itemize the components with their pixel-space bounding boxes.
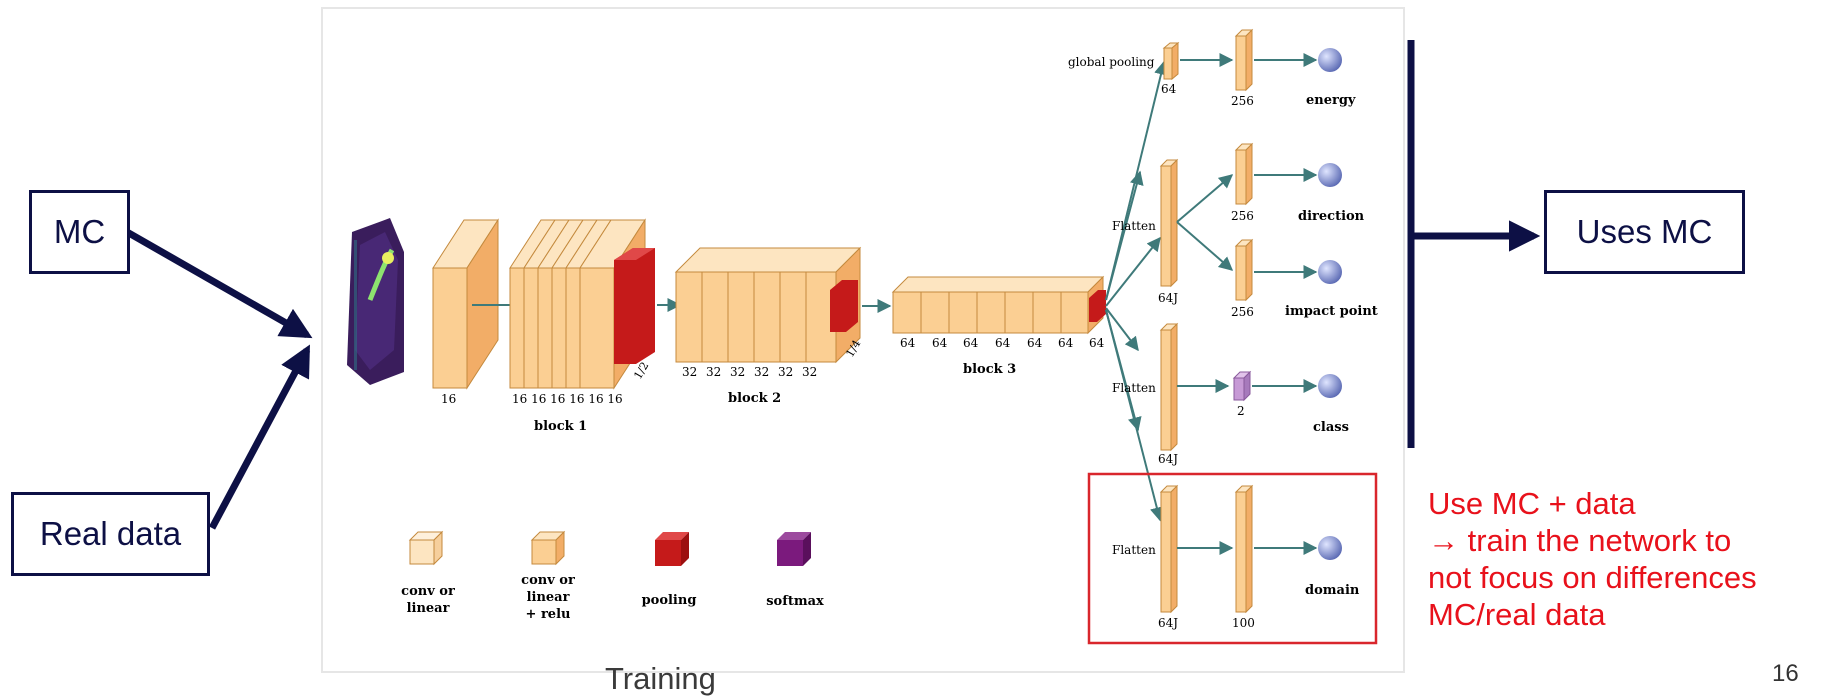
svg-text:conv or: conv or [521, 573, 575, 588]
flatten-head-2 [1159, 322, 1342, 452]
block-1-sizes: 16 16 16 16 16 16 [512, 392, 623, 406]
svg-text:64: 64 [963, 336, 979, 350]
svg-text:linear: linear [527, 590, 570, 605]
energy-size: 256 [1231, 94, 1254, 108]
svg-text:softmax: softmax [766, 594, 824, 609]
legend-pooling-swatch [655, 532, 689, 566]
svg-text:32: 32 [754, 365, 769, 379]
domain-size: 100 [1232, 616, 1255, 630]
flatten-3-label: Flatten [1112, 543, 1156, 557]
svg-text:64: 64 [1058, 336, 1074, 350]
domain-node [1318, 536, 1342, 560]
block-1-pooling [614, 248, 655, 364]
legend [408, 530, 811, 566]
domain-adaptation-note: Use MC + data → train the network to not… [1428, 485, 1757, 633]
domain-highlight-box [1087, 472, 1378, 645]
block-2-pooling [830, 280, 858, 332]
svg-text:32: 32 [802, 365, 817, 379]
impact-label: impact point [1285, 304, 1378, 319]
flatten-1-label: Flatten [1112, 219, 1156, 233]
energy-node [1318, 48, 1342, 72]
real-data-arrow [208, 344, 311, 530]
legend-softmax-swatch [777, 532, 811, 566]
direction-node [1318, 163, 1342, 187]
direction-label: direction [1298, 209, 1365, 224]
branch-arrows [1105, 60, 1168, 522]
block-1 [509, 218, 655, 390]
svg-text:64: 64 [1089, 336, 1105, 350]
class-size: 2 [1237, 404, 1245, 418]
block-3-sizes: 64 64 64 64 64 64 64 [900, 336, 1105, 350]
block-2 [674, 246, 862, 364]
training-caption: Training [605, 661, 716, 696]
svg-text:32: 32 [730, 365, 745, 379]
mc-arrow [125, 228, 313, 339]
input-size-label: 16 [441, 392, 456, 406]
legend-conv-swatch [408, 530, 444, 566]
svg-text:32: 32 [682, 365, 697, 379]
legend-labels: conv or linear conv or linear + relu poo… [401, 573, 824, 622]
block-3 [891, 275, 1106, 335]
svg-text:linear: linear [407, 601, 450, 616]
svg-text:conv or: conv or [401, 584, 455, 599]
note-line-2: → train the network to [1428, 523, 1732, 558]
svg-text:+ relu: + relu [526, 607, 571, 622]
svg-text:64: 64 [932, 336, 948, 350]
mc-box: MC [29, 190, 130, 274]
note-line-3: not focus on differences [1428, 560, 1757, 595]
global-pooling-size: 64 [1161, 82, 1177, 96]
svg-text:32: 32 [706, 365, 721, 379]
flatten-1-size: 64J [1158, 291, 1178, 305]
impact-size: 256 [1231, 305, 1254, 319]
flatten-2-size: 64J [1158, 452, 1178, 466]
real-data-box: Real data [11, 492, 210, 576]
block-1-title: block 1 [534, 419, 587, 434]
energy-head [1162, 28, 1342, 92]
block-2-sizes: 32 32 32 32 32 32 [682, 365, 817, 379]
svg-text:64: 64 [995, 336, 1011, 350]
domain-head [1159, 484, 1342, 614]
svg-text:64: 64 [900, 336, 916, 350]
class-node [1318, 374, 1342, 398]
svg-text:64: 64 [1027, 336, 1043, 350]
global-pooling-label: global pooling [1068, 55, 1155, 69]
direction-size: 256 [1231, 209, 1254, 223]
note-line-1: Use MC + data [1428, 486, 1636, 521]
note-line-4: MC/real data [1428, 597, 1606, 632]
input-image [347, 218, 404, 385]
uses-mc-box: Uses MC [1544, 190, 1745, 274]
page-number: 16 [1772, 660, 1799, 687]
class-label: class [1313, 420, 1349, 435]
svg-text:32: 32 [778, 365, 793, 379]
domain-flatten-size: 64J [1158, 616, 1178, 630]
flatten-2-label: Flatten [1112, 381, 1156, 395]
block-2-title: block 2 [728, 391, 781, 406]
svg-text:pooling: pooling [642, 593, 697, 608]
domain-label: domain [1305, 583, 1360, 598]
block-3-pooling [1089, 290, 1106, 322]
block-3-title: block 3 [963, 362, 1016, 377]
figure-frame [321, 7, 1405, 673]
energy-label: energy [1306, 93, 1356, 108]
flatten-head-1 [1159, 142, 1342, 302]
legend-conv-relu-swatch [530, 530, 566, 566]
impact-point-node [1318, 260, 1342, 284]
